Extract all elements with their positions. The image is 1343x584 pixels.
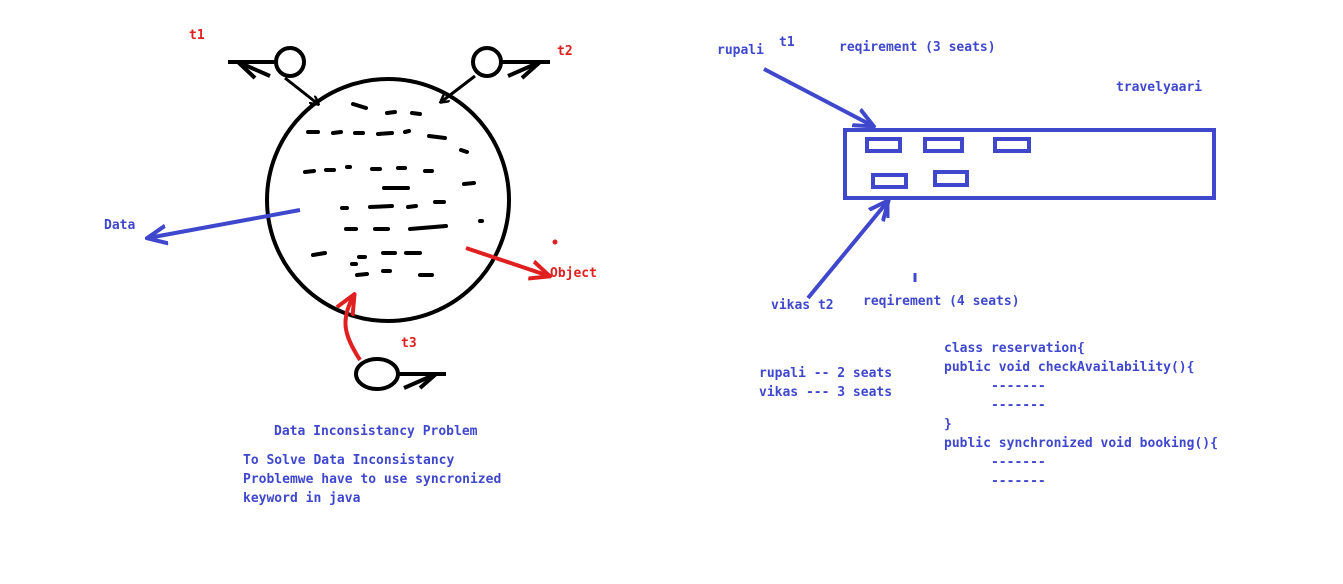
user-rupali-label: rupali: [717, 43, 764, 58]
seat: [865, 137, 902, 153]
code-snippet: class reservation{ public void checkAvai…: [944, 339, 1218, 491]
seat: [871, 173, 908, 189]
data-label: Data: [104, 218, 136, 233]
code-line: }: [944, 417, 952, 432]
thread-t3-label: t3: [401, 336, 417, 351]
requirement-2-label: reqirement (4 seats): [863, 294, 1020, 309]
rupali-arrow: [763, 67, 873, 126]
thread-t2-figure: [441, 46, 550, 102]
user-vikas-label: vikas t2: [771, 298, 834, 313]
code-line: -------: [944, 379, 1046, 394]
vikas-arrow: [806, 201, 888, 300]
code-line: public synchronized void booking(){: [944, 436, 1218, 451]
requirement-1-label: reqirement (3 seats): [839, 40, 996, 55]
object-label: Object: [550, 266, 597, 281]
booking-summary: rupali -- 2 seats vikas --- 3 seats: [759, 364, 892, 402]
object-arrow: [465, 246, 549, 276]
seat: [993, 137, 1031, 153]
code-line: -------: [944, 474, 1046, 489]
booking-line: vikas --- 3 seats: [759, 385, 893, 400]
object-data-dashes: [303, 102, 484, 277]
booking-line: rupali -- 2 seats: [759, 366, 893, 381]
thread-t1-label: t1: [189, 28, 205, 43]
thread-t2-label: t2: [557, 44, 573, 59]
user-rupali-thread-label: t1: [779, 35, 795, 50]
note-line: Problemwe have to use syncronized: [243, 472, 502, 487]
bus-seat-box: [843, 128, 1216, 200]
code-line: -------: [944, 455, 1046, 470]
thread-t3-figure: [345, 295, 446, 391]
red-dot: [552, 239, 558, 245]
note-line: keyword in java: [243, 491, 361, 506]
seat: [923, 137, 964, 153]
diagram-title: Data Inconsistancy Problem: [274, 424, 478, 439]
site-label: travelyaari: [1116, 80, 1203, 95]
seat: [933, 170, 969, 187]
code-line: -------: [944, 398, 1046, 413]
note-line: To Solve Data Inconsistancy: [243, 453, 455, 468]
thread-t1-figure: [228, 46, 318, 104]
code-line: class reservation{: [944, 341, 1085, 356]
object-circle: [265, 77, 511, 323]
data-arrow: [148, 208, 301, 238]
solution-note: To Solve Data Inconsistancy Problemwe ha…: [243, 451, 501, 508]
code-line: public void checkAvailability(){: [944, 360, 1195, 375]
